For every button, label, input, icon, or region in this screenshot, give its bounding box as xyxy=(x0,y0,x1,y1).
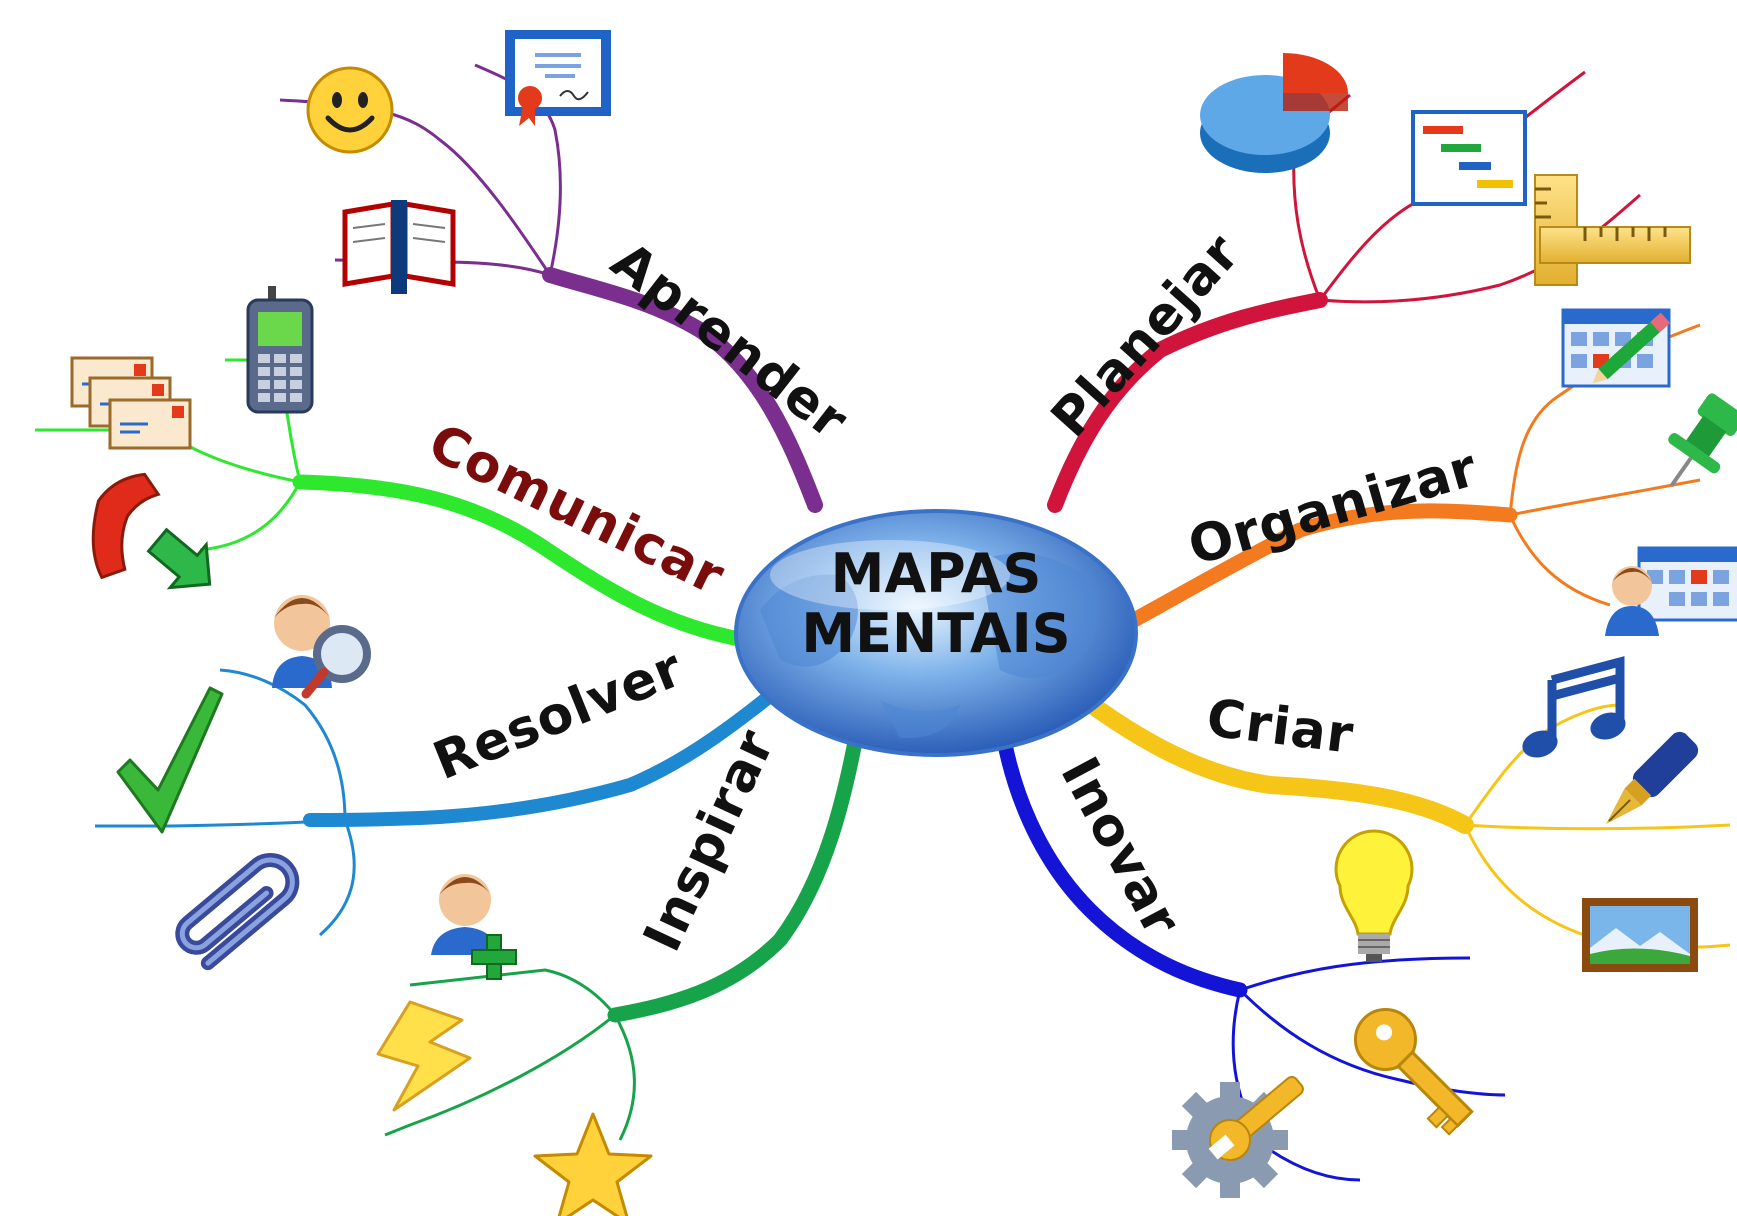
branch-planejar: Planejar xyxy=(1040,53,1691,513)
checkmark-icon xyxy=(116,686,224,834)
calendar-person-icon xyxy=(1605,546,1737,636)
branch-line xyxy=(1047,292,1328,513)
branch-line xyxy=(303,673,797,827)
branch-aprender: Aprender xyxy=(279,30,859,513)
sub-branch-line xyxy=(1508,514,1611,607)
branch-line xyxy=(542,267,823,513)
lightbulb-icon xyxy=(1334,829,1414,962)
center-title-line2: MENTAIS xyxy=(801,602,1070,665)
add-person-icon xyxy=(431,874,517,980)
sub-branch-line xyxy=(613,1014,636,1141)
branch-line xyxy=(607,707,868,1023)
branch-line xyxy=(292,474,753,648)
sub-branch-line xyxy=(384,1013,616,1137)
cellphone-icon xyxy=(246,286,314,414)
ruler-icon xyxy=(1534,174,1691,286)
branch-line xyxy=(1076,691,1474,834)
branch-label-planejar: Planejar xyxy=(1040,223,1252,449)
key-icon xyxy=(1353,1007,1474,1136)
fountain-pen-icon xyxy=(1606,731,1699,824)
envelopes-icon xyxy=(70,356,192,450)
sub-branch-line xyxy=(199,481,302,552)
branch-label-inspirar: Inspirar xyxy=(632,721,786,961)
pushpin-icon xyxy=(1668,393,1737,488)
branch-organizar: Organizar xyxy=(1117,308,1737,636)
sub-branch-line xyxy=(319,819,356,937)
book-icon xyxy=(342,200,456,294)
star-icon xyxy=(533,1112,653,1216)
branch-label-aprender: Aprender xyxy=(600,231,859,452)
gear-wrench-icon xyxy=(1172,1075,1304,1198)
center-node: MAPAS MENTAIS xyxy=(734,509,1138,757)
branch-label-organizar: Organizar xyxy=(1182,438,1484,578)
center-title-line1: MAPAS xyxy=(831,542,1042,605)
certificate-icon xyxy=(505,30,611,126)
sub-branch-line xyxy=(1239,956,1471,992)
sub-branch-line xyxy=(1238,988,1506,1097)
branch-comunicar: Comunicar xyxy=(35,286,753,648)
sub-branch-line xyxy=(219,668,347,821)
sub-branch-line xyxy=(95,818,346,828)
paperclip-icon xyxy=(175,853,300,971)
music-note-icon xyxy=(1522,656,1626,758)
branch-criar: Criar xyxy=(1076,656,1731,972)
branch-label-criar: Criar xyxy=(1203,688,1357,766)
branch-label-inovar: Inovar xyxy=(1049,748,1192,946)
sub-branch-line xyxy=(1464,823,1731,831)
telephone-icon xyxy=(91,472,212,590)
calendar-pencil-icon xyxy=(1561,308,1671,388)
person-search-icon xyxy=(272,595,371,699)
branch-line xyxy=(992,707,1248,998)
sub-branch-line xyxy=(409,968,617,1016)
branch-line xyxy=(1117,503,1518,633)
globe-continents xyxy=(760,553,1098,739)
lightning-icon xyxy=(376,1000,472,1112)
gantt-chart-icon xyxy=(1411,110,1527,206)
picture-icon xyxy=(1582,898,1698,972)
pie-chart-icon xyxy=(1200,53,1348,173)
smiley-icon xyxy=(306,66,394,154)
